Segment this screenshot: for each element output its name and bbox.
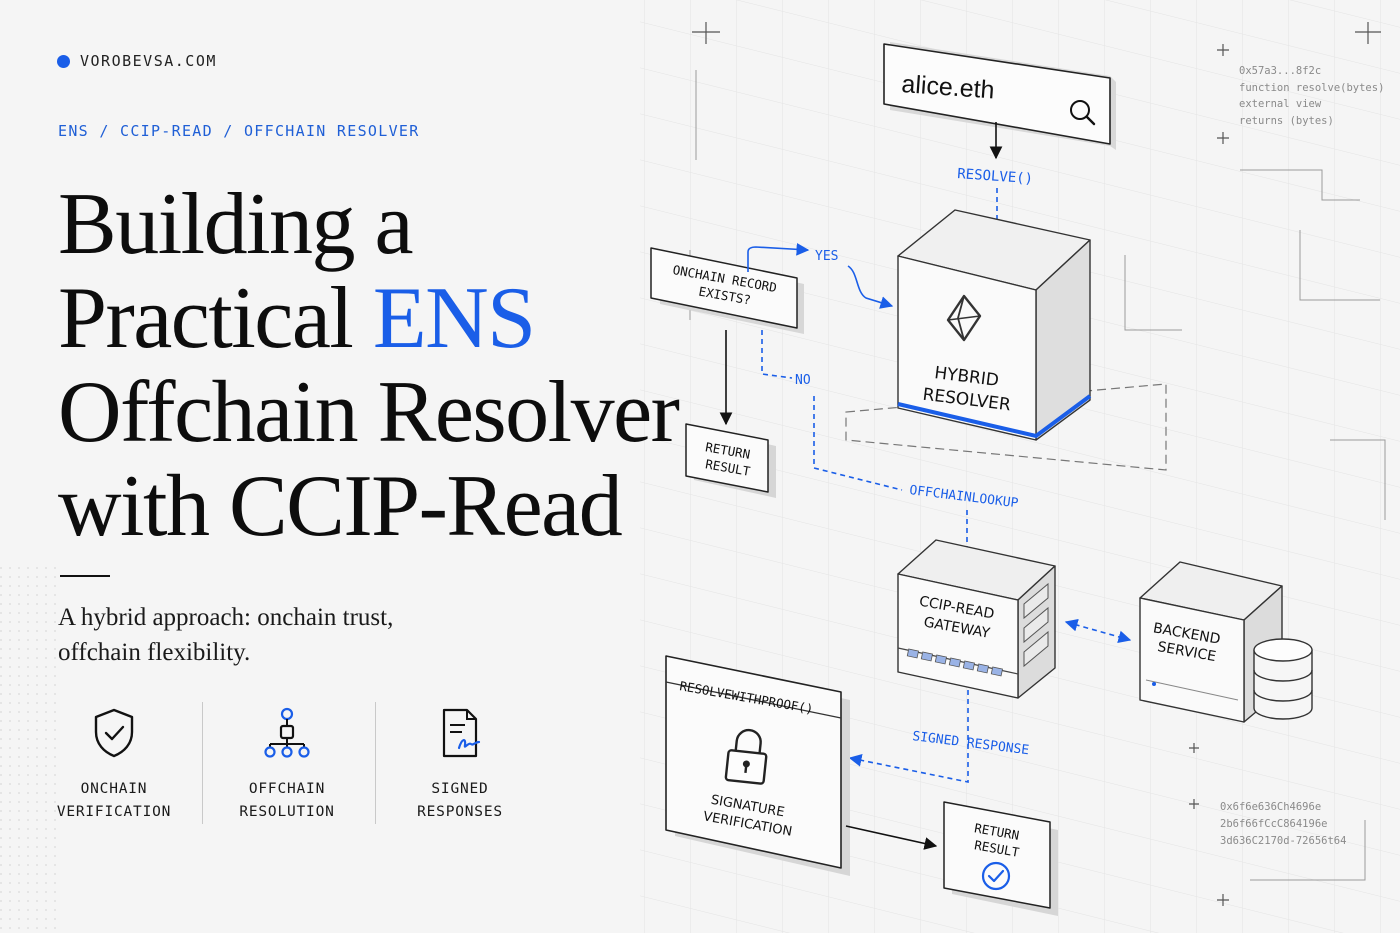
brand-dot-icon (57, 54, 70, 68)
verification-panel: RESOLVEWITHPROOF() SIGNATURE VERIFICATIO… (665, 655, 850, 876)
feature-signed-responses: SIGNED RESPONSES (375, 702, 534, 824)
brand: VOROBEVSA.COM (57, 52, 217, 70)
signed-document-icon (442, 708, 481, 758)
brand-site: VOROBEVSA.COM (80, 52, 217, 70)
ens-logo-icon (946, 294, 982, 342)
check-circle-icon (981, 861, 1011, 891)
breadcrumb: ENS / CCIP-READ / OFFCHAIN RESOLVER (58, 122, 420, 140)
code-line: 0x57a3...8f2c (1239, 65, 1321, 77)
decision-box: ONCHAIN RECORD EXISTS? (650, 247, 804, 334)
yes-arrow (747, 242, 810, 272)
hex-line: 3d636C2170d-72656t64 (1220, 835, 1346, 847)
hex-line: 0x6f6e636Ch4696e (1220, 801, 1321, 813)
page-title: Building a Practical ENS Offchain Resolv… (58, 176, 680, 555)
title-line-4: with CCIP-Read (58, 458, 623, 555)
feature-label: SIGNED RESPONSES (417, 781, 503, 820)
signed-response-label: SIGNED RESPONSE (912, 729, 1030, 758)
yes-label: YES (815, 249, 838, 264)
feature-label: ONCHAIN VERIFICATION (56, 781, 172, 820)
no-path (761, 330, 793, 379)
offchain-lookup-label: OFFCHAINLOOKUP (909, 483, 1020, 511)
subtitle: A hybrid approach: onchain trust, offcha… (58, 604, 394, 666)
ccip-gateway-node: CCIP-READ GATEWAY (897, 539, 1056, 699)
hex-snippet: 0x6f6e636Ch4696e 2b6f66fCcC864196e 3d636… (1220, 801, 1346, 847)
code-line: function resolve(bytes) (1239, 82, 1384, 94)
search-icon (1070, 100, 1096, 126)
gateway-backend-arrow (1064, 618, 1132, 644)
no-to-lookup-path (813, 396, 903, 491)
divider (60, 575, 110, 577)
shield-check-icon (94, 708, 134, 758)
search-query: alice.eth (901, 70, 996, 104)
backend-service-node: BACKEND SERVICE (1139, 561, 1313, 723)
signed-response-arrow (848, 690, 969, 783)
title-highlight: ENS (372, 270, 536, 367)
title-line-1: Building a (58, 176, 414, 273)
no-label: NO (795, 373, 811, 388)
return-result-box-b: RETURN RESULT (943, 801, 1058, 916)
title-line-2-prefix: Practical (58, 270, 373, 367)
code-line: returns (bytes) (1239, 115, 1334, 127)
feature-offchain-resolution: OFFCHAIN RESOLUTION (202, 702, 361, 824)
yes-arrow-to-resolver (847, 265, 894, 309)
title-line-3: Offchain Resolver (58, 364, 680, 461)
title-line-2: Practical ENS (58, 272, 678, 366)
verify-to-return-arrow (845, 825, 938, 850)
return-result-box-a: RETURN RESULT (685, 423, 776, 498)
hybrid-resolver-node: HYBRID RESOLVER (845, 209, 1167, 471)
network-nodes-icon (264, 707, 310, 758)
resolve-label: RESOLVE() (957, 166, 1034, 187)
search-box[interactable]: alice.eth (883, 42, 1116, 150)
corner-marks (692, 22, 1381, 906)
feature-onchain-verification: ONCHAIN VERIFICATION (40, 702, 188, 824)
left-panel: VOROBEVSA.COM ENS / CCIP-READ / OFFCHAIN… (0, 0, 690, 933)
code-line: external view (1239, 98, 1322, 110)
lock-icon (724, 728, 768, 785)
feature-label: OFFCHAIN RESOLUTION (239, 781, 335, 820)
feature-list: ONCHAIN VERIFICATION OFFCHAIN RESOLUTION… (40, 702, 534, 824)
hex-line: 2b6f66fCcC864196e (1220, 818, 1327, 830)
code-snippet: 0x57a3...8f2c function resolve(bytes) ex… (1239, 65, 1384, 127)
database-icon (1253, 638, 1313, 720)
